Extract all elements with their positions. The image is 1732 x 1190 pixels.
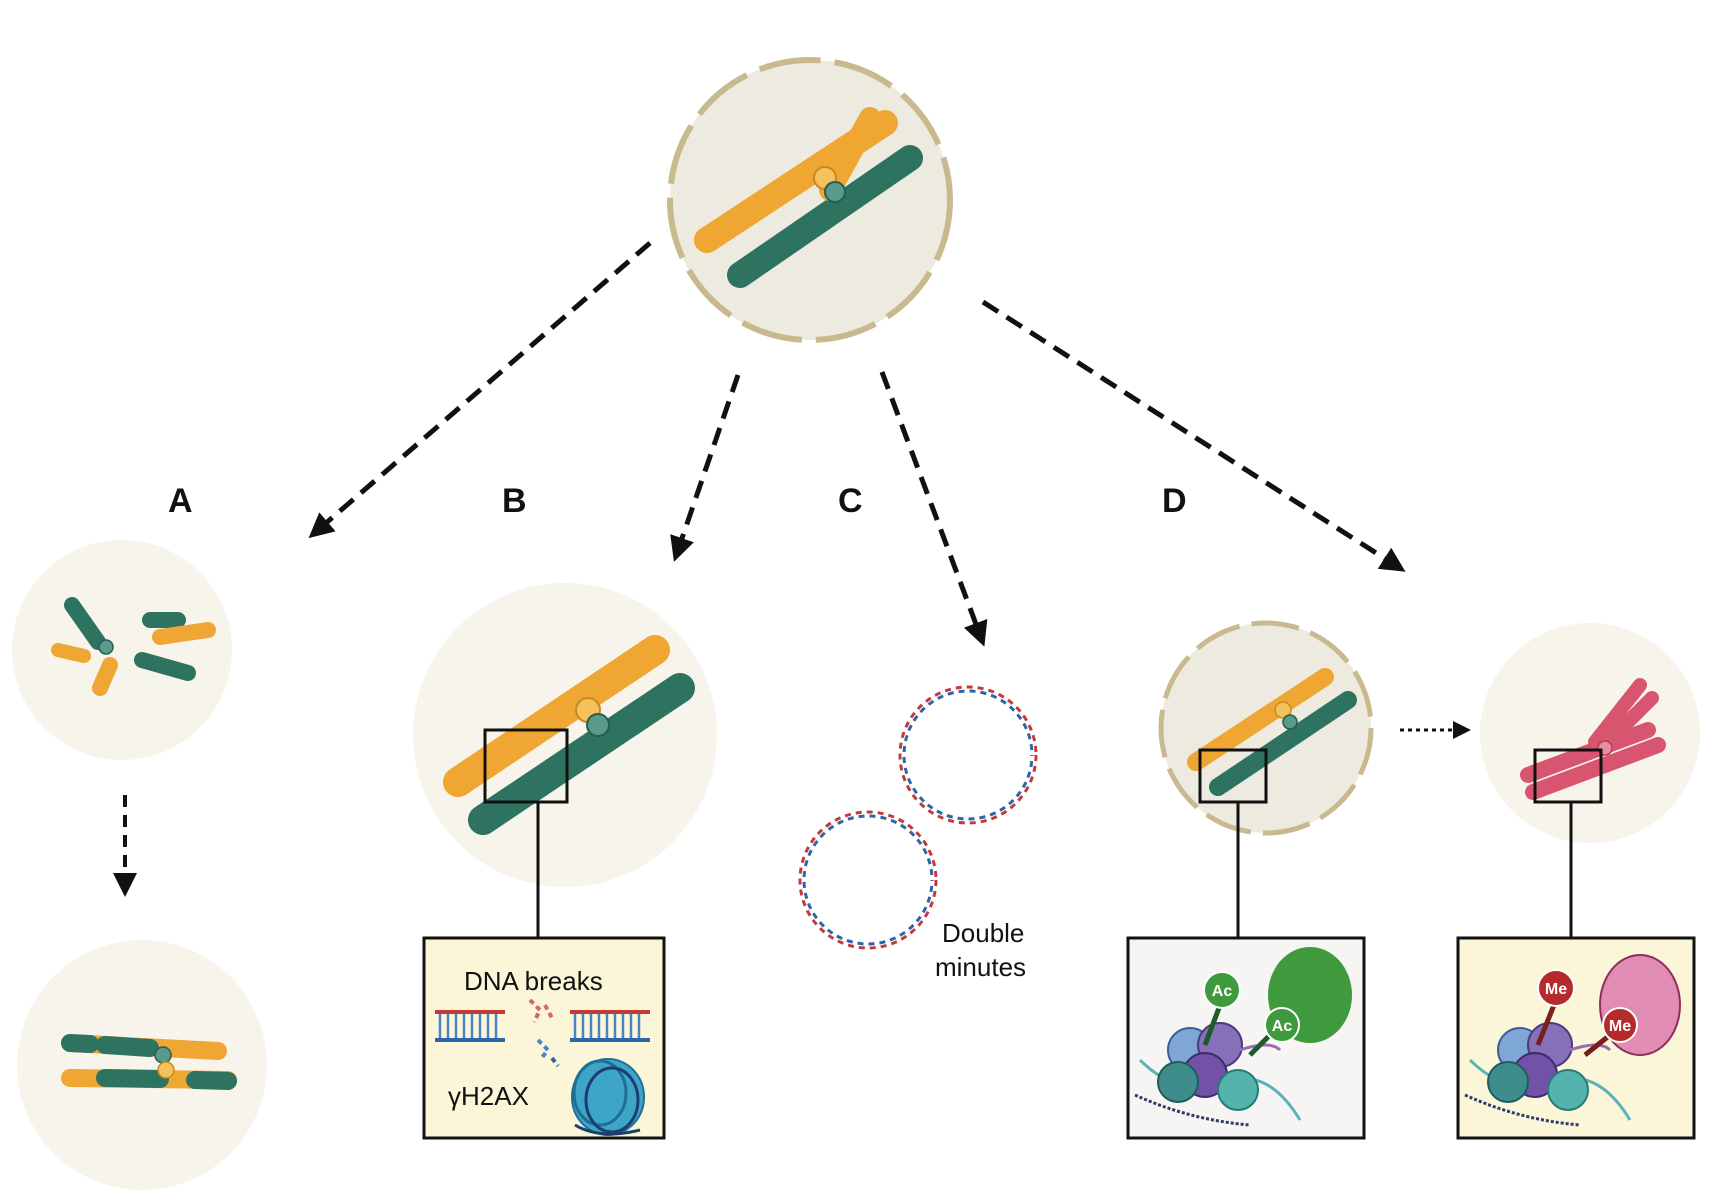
dna-breaks-label: DNA breaks [464,966,603,996]
arrow-to-a [308,241,652,539]
double-minute-ring-1 [898,685,1038,825]
panel-d-chromosome [1187,668,1357,796]
acetyl-mark-1-label: Ac [1212,983,1233,1000]
gamma-h2ax-label: γH2AX [448,1081,529,1111]
acetyl-mark-2 [1264,1007,1300,1043]
panel-label-c: C [838,482,863,520]
top-centromere-teal [824,181,846,203]
arrow-to-d [981,299,1406,572]
panel-b-chromosome [443,635,695,835]
main-arrows [308,241,1406,647]
double-minutes-caption-line1: Double [942,918,1024,948]
top-nucleus-body [667,57,953,343]
pink-chromosome [1520,678,1666,800]
rearranged-chromosome [61,1034,237,1090]
top-nucleus [667,57,953,343]
panel-d: Ac Ac Me Me [1126,620,1700,1140]
arrow-to-c [879,371,988,647]
panel-b-centromere-teal [586,713,610,737]
fragment-centromere [98,639,114,655]
panel-a-rearranged-cell [17,940,267,1190]
panel-d-zoom-box-2 [1533,748,1603,804]
double-minutes-caption-line2: minutes [935,952,1026,982]
panel-b: DNA breaks [413,583,717,1140]
acetyl-chromatin [1134,1022,1302,1127]
panel-label-a: A [168,482,193,520]
top-chromosome [694,107,923,288]
panel-b-zoom-box [483,728,569,804]
panel-d-zoom-box-1 [1198,748,1268,804]
panel-d-centromere-teal [1282,714,1298,730]
arrow-to-b [670,374,741,562]
acetyl-mark-1 [1203,971,1241,1009]
panel-a [12,540,267,1190]
double-minute-ring-2 [798,810,938,950]
methyl-chromatin [1464,1022,1632,1127]
methyl-mark-1-label: Me [1545,981,1567,998]
nucleosome-icon [571,1058,645,1136]
broken-dna-fragments [528,998,560,1068]
panel-c: Double minutes [798,685,1038,982]
panel-b-cell [413,583,717,887]
panel-a-shattered-cell [12,540,232,760]
methyl-mark-1 [1537,969,1575,1007]
panel-label-b: B [502,482,527,520]
panel-d-cell-2 [1480,623,1700,843]
dna-ladder-right [570,1010,650,1042]
rearranged-centromere-teal [154,1046,172,1064]
methyl-mark-2-label: Me [1609,1018,1631,1035]
chromosome-fragments [51,597,216,696]
dna-ladder-left [435,1010,505,1042]
rearranged-centromere-orange [157,1061,175,1079]
panel-label-d: D [1162,482,1187,520]
panel-d-centromere-orange [1274,701,1292,719]
methyl-mark-2 [1602,1007,1638,1043]
acetyl-mark-2-label: Ac [1272,1018,1293,1035]
